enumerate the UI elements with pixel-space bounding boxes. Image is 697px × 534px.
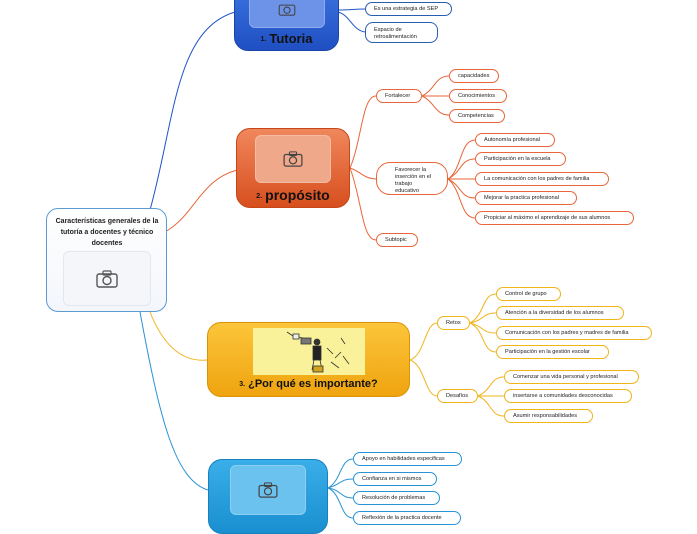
group-desafios[interactable]: Desafíos	[437, 389, 478, 403]
leaf-tutoria-1[interactable]: Es una estrategia de SEP	[365, 2, 452, 16]
camera-icon	[96, 269, 118, 288]
leaf-asumir-responsabilidades[interactable]: Asumir responsabilidades	[504, 409, 593, 423]
leaf-propiciar-aprendizaje[interactable]: Propiciar al máximo el aprendizaje de su…	[475, 211, 634, 225]
leaf-insertarse-comunidades[interactable]: insertarse a comunidades desconocidas	[504, 389, 632, 403]
tutor-illustration-icon	[286, 331, 350, 373]
link-root-proposito	[164, 169, 238, 233]
leaf-comunicacion-madres[interactable]: Comunicación con los padres y madres de …	[496, 326, 652, 340]
leaf-mejorar-practica[interactable]: Mejorar la practica profesional	[475, 191, 577, 205]
leaf-atencion-diversidad[interactable]: Atención a la diversidad de los alumnos	[496, 306, 624, 320]
link-root-tutoria	[149, 11, 236, 211]
branch-tutoria[interactable]: 1.Tutoria	[234, 0, 339, 51]
illustration	[253, 328, 365, 375]
link-root-fourth	[139, 311, 209, 491]
branch-title: 3.¿Por qué es importante?	[239, 378, 378, 390]
image-placeholder	[63, 251, 151, 306]
branch-proposito[interactable]: 2.propósito	[236, 128, 350, 208]
branch-importante[interactable]: 3.¿Por qué es importante?	[207, 322, 410, 397]
branch-title: 2.propósito	[256, 187, 330, 203]
leaf-apoyo-habilidades[interactable]: Apoyo en habilidades especificas	[353, 452, 462, 466]
leaf-reflexion-practica[interactable]: Reflexión de la practica docente	[353, 511, 461, 525]
leaf-tutoria-2[interactable]: Espacio de retroalimentación	[365, 22, 438, 43]
root-title: Características generales de la tutoría …	[55, 218, 159, 247]
camera-icon	[283, 151, 303, 167]
group-fortalecer[interactable]: Fortalecer	[376, 89, 422, 103]
image-placeholder	[230, 465, 306, 515]
group-favorecer[interactable]: Favorecer la inserción en el trabajo edu…	[376, 162, 448, 195]
image-placeholder	[249, 0, 325, 28]
branch-fourth[interactable]	[208, 459, 328, 534]
leaf-comunicacion-padres[interactable]: La comunicación con los padres de famili…	[475, 172, 609, 186]
leaf-conocimientos[interactable]: Conocimientos	[449, 89, 507, 103]
group-retos[interactable]: Retos	[437, 316, 470, 330]
link-root-importante	[149, 311, 208, 361]
leaf-comenzar-vida[interactable]: Comenzar una vida personal y profesional	[504, 370, 639, 384]
leaf-competencias[interactable]: Competencias	[449, 109, 505, 123]
branch-title: 1.Tutoria	[260, 31, 313, 46]
leaf-participacion-gestion[interactable]: Participación en la gestión escolar	[496, 345, 609, 359]
leaf-confianza[interactable]: Confianza en si mismos	[353, 472, 437, 486]
leaf-capacidades[interactable]: capacidades	[449, 69, 499, 83]
leaf-resolucion-problemas[interactable]: Resolución de problemas	[353, 491, 440, 505]
leaf-participacion-escuela[interactable]: Participación en la escuela	[475, 152, 566, 166]
leaf-control-grupo[interactable]: Control de grupo	[496, 287, 561, 301]
camera-icon	[278, 4, 296, 16]
leaf-autonomia[interactable]: Autonomía profesional	[475, 133, 555, 147]
root-node[interactable]: Características generales de la tutoría …	[46, 208, 167, 312]
connector-lines	[139, 8, 505, 519]
image-placeholder	[255, 135, 331, 183]
group-subtopic[interactable]: Subtopic	[376, 233, 418, 247]
camera-icon	[258, 482, 278, 498]
